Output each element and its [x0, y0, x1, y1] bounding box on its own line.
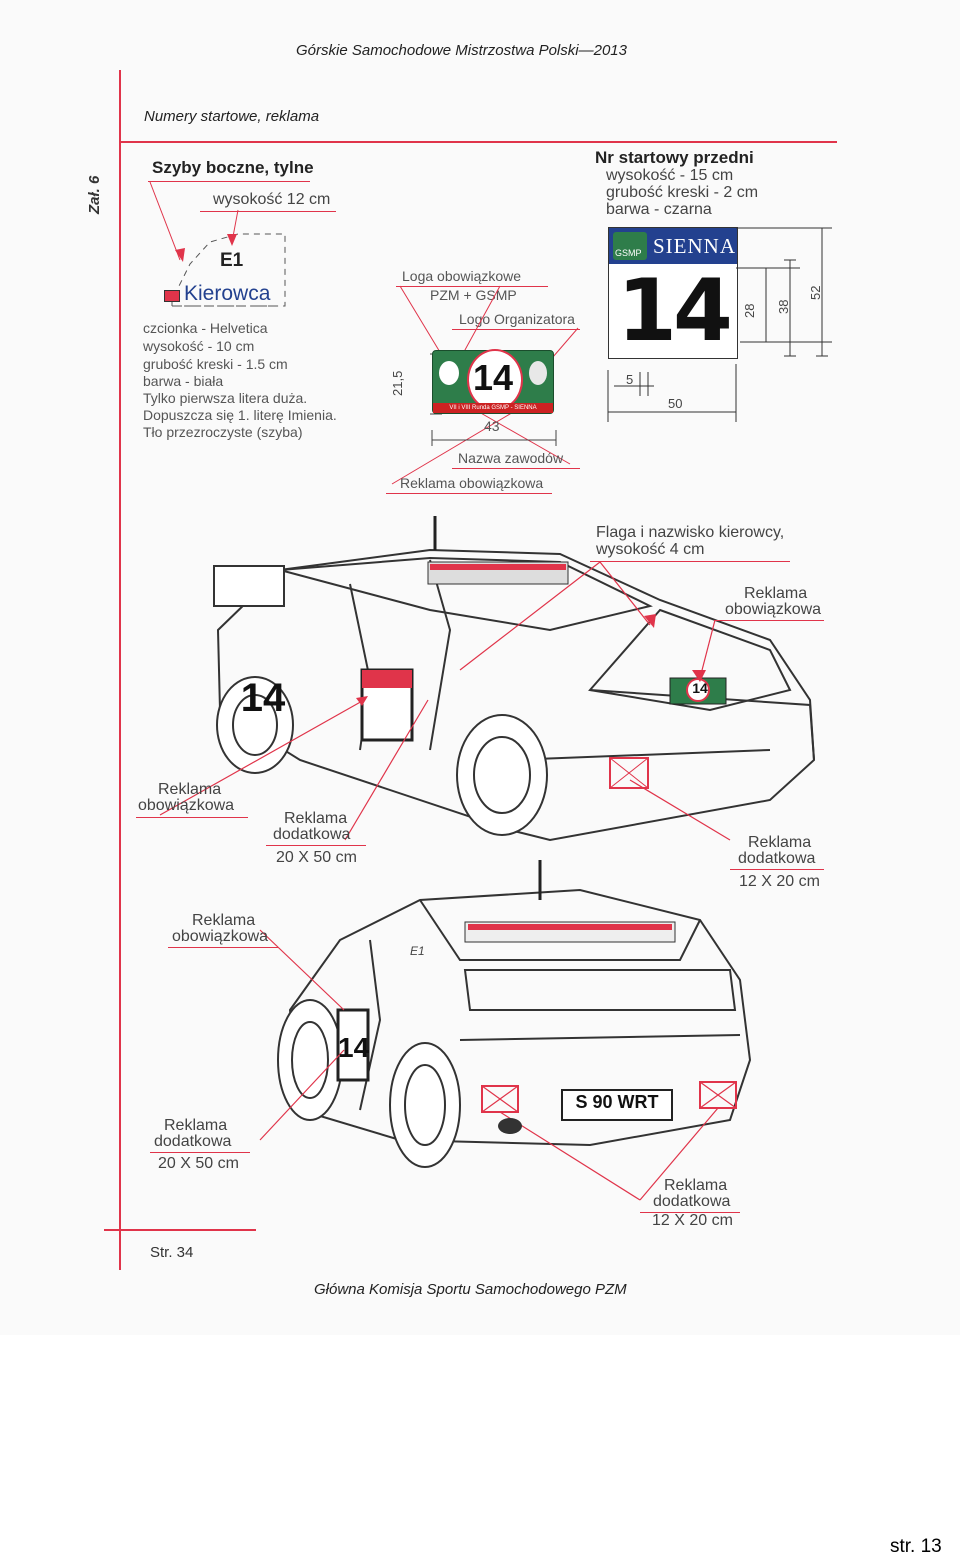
gsmp-logo-icon — [529, 361, 547, 385]
footer-organization: Główna Komisja Sportu Samochodowego PZM — [314, 1281, 627, 1298]
logos-label: Loga obowiązkowe — [402, 268, 522, 284]
pzm-logo-icon — [439, 361, 459, 385]
front-plate-number: 14 — [617, 261, 733, 361]
spec-firstname: Dopuszcza się 1. literę Imienia. — [143, 407, 337, 423]
front-ad-mandatory-left-2: obowiązkowa — [138, 797, 235, 814]
rear-ad-extra-door-2: dodatkowa — [154, 1133, 232, 1150]
dim-52: 52 — [808, 285, 823, 300]
footer-rule — [104, 1229, 256, 1231]
underline — [640, 1212, 740, 1213]
front-start-plate: GSMP SIENNA 14 — [608, 227, 738, 359]
side-windows-title: Szyby boczne, tylne — [152, 158, 314, 177]
front-plate-dimensions — [607, 227, 832, 422]
rear-ad-extra-bumper-3: 12 X 20 cm — [652, 1212, 733, 1229]
underline — [148, 181, 310, 182]
underline — [168, 947, 278, 948]
left-margin-line — [119, 70, 121, 1270]
rear-ad-extra-bumper-2: dodatkowa — [653, 1193, 731, 1210]
dim-50: 50 — [668, 396, 683, 411]
dim-38: 38 — [776, 299, 791, 314]
rear-window-code: E1 — [410, 944, 425, 958]
front-ad-mandatory-left-1: Reklama — [158, 781, 222, 798]
hood-number: 14 — [692, 680, 708, 696]
sponsor-brand: SIENNA — [653, 234, 736, 258]
underline — [386, 493, 552, 494]
flag-label-line2: wysokość 4 cm — [596, 541, 705, 558]
front-ad-extra-door-3: 20 X 50 cm — [276, 849, 357, 866]
front-number-title: Nr startowy przedni — [595, 148, 754, 167]
logos-sub: PZM + GSMP — [430, 287, 517, 303]
flag-icon — [164, 290, 180, 302]
front-ad-extra-door-1: Reklama — [284, 810, 348, 827]
sponsor-banner: GSMP SIENNA — [609, 228, 737, 264]
document-title: Górskie Samochodowe Mistrzostwa Polski—2… — [296, 42, 627, 59]
underline — [396, 286, 548, 287]
spec-stroke: grubość kreski - 1.5 cm — [143, 356, 288, 372]
section-subtitle: Numery startowe, reklama — [144, 108, 320, 125]
event-name-label: Nazwa zawodów — [458, 450, 564, 466]
front-ad-mandatory-right-1: Reklama — [744, 585, 808, 602]
spec-font: czcionka - Helvetica — [143, 320, 268, 336]
rear-ad-extra-bumper-1: Reklama — [664, 1177, 728, 1194]
dim-width: 43 — [484, 418, 500, 434]
gsmp-logo-icon — [613, 232, 647, 260]
plate-strip: VII i VIII Runda GSMP - SIENNA — [433, 403, 553, 413]
underline — [150, 1152, 250, 1153]
front-ad-mandatory-right-2: obowiązkowa — [725, 601, 822, 618]
plate-disc — [467, 349, 523, 411]
outer-page-number: str. 13 — [890, 1536, 942, 1557]
sample-code: E1 — [220, 250, 244, 271]
rear-ad-extra-door-3: 20 X 50 cm — [158, 1155, 239, 1172]
spec-background: Tło przezroczyste (szyba) — [143, 424, 303, 440]
underline — [452, 468, 580, 469]
rear-ad-mandatory-1: Reklama — [192, 912, 256, 929]
side-windows-height: wysokość 12 cm — [213, 191, 331, 208]
underline — [714, 620, 824, 621]
gsmp-small: GSMP — [615, 248, 642, 258]
dim-28: 28 — [742, 303, 757, 318]
underline — [452, 329, 580, 330]
front-ad-extra-bumper-3: 12 X 20 cm — [739, 873, 820, 890]
rear-door-number: 14 — [338, 1032, 370, 1063]
spec-height: wysokość - 10 cm — [143, 338, 255, 354]
front-spec-height: wysokość - 15 cm — [606, 167, 734, 184]
underline — [730, 869, 824, 870]
underline — [590, 561, 790, 562]
rear-ad-mandatory-2: obowiązkowa — [172, 928, 269, 945]
mandatory-ad-label: Reklama obowiązkowa — [400, 475, 544, 491]
front-door-number: 14 — [240, 676, 286, 720]
front-spec-stroke: grubość kreski - 2 cm — [606, 184, 759, 201]
dim-height: 21,5 — [390, 370, 405, 396]
front-ad-extra-bumper-2: dodatkowa — [738, 850, 816, 867]
rear-ad-extra-door-1: Reklama — [164, 1117, 228, 1134]
inner-page-number: Str. 34 — [150, 1244, 194, 1261]
underline — [266, 845, 366, 846]
front-spec-color: barwa - czarna — [606, 201, 712, 218]
scanned-page — [0, 0, 960, 1335]
license-plate: S 90 WRT — [575, 1092, 659, 1112]
underline — [136, 817, 248, 818]
sample-name: Kierowca — [184, 282, 271, 305]
plate-number: 14 — [472, 357, 514, 398]
front-ad-extra-door-2: dodatkowa — [273, 826, 351, 843]
front-ad-extra-bumper-1: Reklama — [748, 834, 812, 851]
front-car-drawing — [159, 516, 816, 842]
spec-color: barwa - biała — [143, 373, 224, 389]
organizer-logo-label: Logo Organizatora — [459, 311, 575, 327]
spec-case: Tylko pierwsza litera duża. — [143, 390, 308, 406]
flag-label-line1: Flaga i nazwisko kierowcy, — [596, 524, 785, 541]
rally-plate: 14 VII i VIII Runda GSMP - SIENNA — [432, 349, 554, 414]
dim-stroke: 5 — [626, 372, 634, 387]
header-rule — [119, 141, 837, 143]
underline — [200, 211, 336, 212]
annex-label: Zał. 6 — [86, 175, 103, 214]
rear-car-drawing — [259, 860, 752, 1201]
